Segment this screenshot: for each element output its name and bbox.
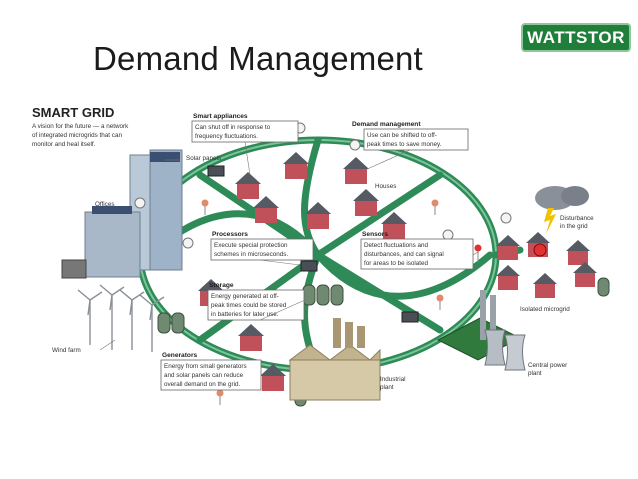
smokestack	[345, 322, 353, 348]
sensor-beacons	[201, 199, 482, 405]
house	[566, 240, 590, 265]
callout-line: for areas to be isolated	[364, 260, 429, 267]
label-offices: Offices	[95, 201, 114, 208]
storm-cloud	[535, 186, 589, 234]
isolated-microgrid	[496, 232, 597, 298]
chimney	[480, 290, 486, 340]
wind-turbine-icon	[139, 294, 165, 352]
junction-node	[401, 311, 419, 323]
wind-farm	[77, 284, 165, 352]
callout-line: disturbances, and can signal	[364, 251, 444, 258]
office-building	[84, 211, 141, 278]
callout-title: Generators	[162, 352, 198, 359]
callout-line: frequency fluctuations.	[195, 133, 258, 140]
callout-line: peak times could be stored	[211, 302, 287, 309]
label-central-power-plant: plant	[528, 370, 542, 377]
callout-demand-management: Demand management Use can be shifted to …	[352, 121, 469, 151]
callout-box	[207, 289, 305, 321]
label-disturbance: in the grid	[560, 223, 588, 230]
label-wind-farm: Wind farm	[52, 347, 81, 354]
house	[235, 172, 261, 199]
smokestack	[333, 318, 341, 348]
callout-box	[160, 359, 262, 391]
grid-line-top	[301, 136, 322, 259]
label-houses: Houses	[375, 183, 396, 190]
smokestack	[357, 326, 365, 348]
house	[353, 189, 379, 216]
diagram-heading: SMART GRID	[32, 105, 114, 120]
label-solar-panels: Solar panels	[186, 155, 221, 162]
house	[305, 202, 331, 229]
cooling-tower	[484, 329, 506, 366]
callout-line: Energy from small generators	[164, 363, 247, 370]
house	[260, 364, 286, 391]
callout-line: Use can be shifted to off-	[367, 132, 437, 139]
slide-title: Demand Management	[93, 40, 423, 77]
gauge-icon	[134, 197, 146, 209]
solar-panel	[92, 206, 132, 214]
wind-turbine-icon	[119, 289, 145, 350]
junction-node	[207, 165, 225, 177]
label-industrial-plant: plant	[380, 384, 394, 391]
lightning-icon	[544, 208, 556, 234]
house	[253, 196, 279, 223]
callout-smart-appliances: Smart appliances Can shut off in respons…	[191, 113, 299, 143]
junction-node	[300, 260, 318, 272]
industrial-plant	[288, 318, 381, 401]
house	[496, 235, 520, 260]
callout-line: Can shut off in response to	[195, 124, 271, 131]
offices-buildings	[61, 149, 183, 279]
house	[533, 273, 557, 298]
house	[343, 157, 369, 184]
leader-lines	[99, 141, 479, 351]
callout-box	[360, 238, 474, 270]
gauge-icon	[182, 237, 194, 249]
disturbance-marker	[533, 243, 547, 257]
callout-title: Processors	[212, 231, 248, 238]
transformer-box	[61, 259, 87, 279]
callout-storage: Storage Energy generated at off- peak ti…	[207, 282, 305, 321]
intro-line: A vision for the future — a network	[32, 123, 129, 130]
intro-line: of integrated microgrids that can	[32, 132, 122, 139]
callout-line: overall demand on the grid.	[164, 381, 241, 388]
callout-title: Demand management	[352, 121, 421, 128]
callout-line: peak times to save money.	[367, 141, 442, 148]
callout-line: and solar panels can reduce	[164, 372, 244, 379]
label-isolated-microgrid: Isolated microgrid	[520, 306, 570, 313]
callout-title: Storage	[209, 282, 234, 289]
tower-building-side	[149, 149, 183, 271]
callout-title: Sensors	[362, 231, 388, 238]
callout-generators: Generators Energy from small generators …	[160, 352, 262, 391]
gauge-icon	[442, 229, 454, 241]
junction-nodes	[207, 165, 419, 323]
intro-line: monitor and heal itself.	[32, 141, 96, 148]
cooling-tower	[504, 334, 526, 371]
solar-panel	[150, 152, 180, 162]
label-disturbance: Disturbance	[560, 215, 594, 222]
gauge-icon	[500, 212, 512, 224]
chimney	[490, 295, 496, 340]
wattstor-logo: WATTSTOR	[521, 23, 631, 52]
central-power-plant	[436, 290, 526, 371]
house	[496, 265, 520, 290]
label-industrial-plant: Industrial	[380, 376, 406, 383]
house	[283, 152, 309, 179]
wind-turbine-icon	[99, 284, 125, 350]
wind-turbine-icon	[77, 289, 103, 345]
callout-line: schemes in microseconds.	[214, 251, 288, 258]
label-central-power-plant: Central power	[528, 362, 567, 369]
gauge-icon	[349, 139, 361, 151]
callout-sensors: Sensors Detect fluctuations and disturba…	[360, 231, 474, 270]
callout-line: Detect fluctuations and	[364, 242, 429, 249]
house	[381, 212, 407, 239]
callout-title: Smart appliances	[193, 113, 248, 120]
house	[573, 262, 597, 287]
callout-line: Energy generated at off-	[211, 293, 279, 300]
callout-box	[363, 128, 469, 151]
callout-line: in batteries for later use.	[211, 311, 279, 318]
house	[238, 324, 264, 351]
callout-line: Execute special protection	[214, 242, 288, 249]
